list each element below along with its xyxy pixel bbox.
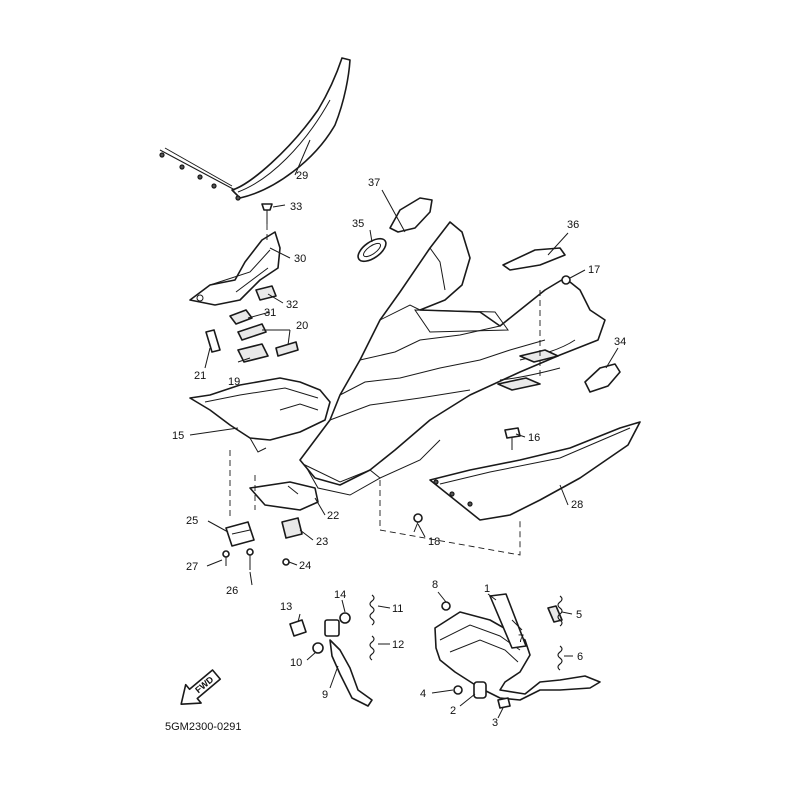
callout-29: 29 bbox=[296, 170, 308, 182]
callout-4: 4 bbox=[420, 688, 426, 700]
callout-11: 11 bbox=[392, 603, 403, 615]
callout-30: 30 bbox=[294, 253, 306, 265]
callout-9: 9 bbox=[322, 689, 328, 701]
callout-19: 19 bbox=[228, 376, 240, 388]
callout-37: 37 bbox=[368, 177, 380, 189]
part-22-cover bbox=[249, 481, 319, 511]
part-16-bolt bbox=[504, 427, 521, 450]
callout-12: 12 bbox=[392, 639, 404, 651]
part-17-nut bbox=[561, 275, 571, 285]
part-20-pad-b bbox=[275, 341, 299, 357]
callout-18: 18 bbox=[428, 536, 440, 548]
leader-lines bbox=[189, 139, 619, 719]
part-35-grommet bbox=[357, 237, 387, 263]
callout-2: 2 bbox=[450, 705, 456, 717]
part-22-detail bbox=[287, 485, 299, 495]
callout-14: 14 bbox=[334, 589, 346, 601]
part-31-pad bbox=[229, 309, 253, 325]
part-36-lid bbox=[502, 247, 566, 271]
callout-35: 35 bbox=[352, 218, 364, 230]
callout-23: 23 bbox=[316, 536, 328, 548]
part-15-footboard bbox=[189, 377, 331, 453]
centerstand-assembly bbox=[434, 593, 601, 709]
callout-10: 10 bbox=[290, 657, 302, 669]
callout-28: 28 bbox=[571, 499, 583, 511]
callout-22: 22 bbox=[327, 510, 339, 522]
callout-25: 25 bbox=[186, 515, 198, 527]
part-21-clip bbox=[205, 329, 221, 353]
callout-13: 13 bbox=[280, 601, 292, 613]
assembly-line-b bbox=[379, 480, 521, 556]
callout-27: 27 bbox=[186, 561, 198, 573]
callout-26: 26 bbox=[226, 585, 238, 597]
callout-6: 6 bbox=[577, 651, 583, 663]
callout-32: 32 bbox=[286, 299, 298, 311]
part-23-block bbox=[281, 517, 303, 539]
part-32-pad bbox=[255, 285, 277, 301]
callout-15: 15 bbox=[172, 430, 184, 442]
callout-36: 36 bbox=[567, 219, 579, 231]
part-30-bracket bbox=[189, 231, 281, 306]
callout-16: 16 bbox=[528, 432, 540, 444]
callout-21: 21 bbox=[194, 370, 206, 382]
part-29-cover bbox=[159, 57, 351, 201]
callout-17: 17 bbox=[588, 264, 600, 276]
part-25-bracket bbox=[225, 521, 255, 547]
part-18-screw bbox=[413, 513, 423, 533]
part-37-lid bbox=[389, 197, 433, 233]
part-34-cover bbox=[584, 363, 621, 393]
part-20-pad-a bbox=[237, 323, 267, 341]
callout-24: 24 bbox=[299, 560, 311, 572]
sidestand-assembly bbox=[289, 594, 375, 707]
callout-20: 20 bbox=[296, 320, 308, 332]
callout-numbers: 1 2 3 4 5 6 7 8 9 10 11 12 13 14 15 16 1… bbox=[172, 170, 626, 729]
callout-3: 3 bbox=[492, 717, 498, 729]
part-28-side-cover bbox=[429, 421, 641, 521]
part-19-pad bbox=[237, 343, 269, 363]
main-body-panel bbox=[299, 221, 606, 496]
part-24-screw bbox=[282, 558, 290, 566]
callout-34: 34 bbox=[614, 336, 626, 348]
part-26-screw bbox=[246, 548, 254, 570]
callout-1: 1 bbox=[484, 583, 490, 595]
callout-31: 31 bbox=[264, 307, 276, 319]
callout-5: 5 bbox=[576, 609, 582, 621]
part-33-screw bbox=[261, 203, 273, 240]
part-25-detail bbox=[231, 529, 251, 535]
part-27-screw bbox=[222, 550, 230, 566]
fwd-arrow-icon: FWD bbox=[180, 669, 222, 705]
diagram-code: 5GM2300-0291 bbox=[165, 721, 241, 733]
callout-7: 7 bbox=[518, 633, 524, 645]
callout-33: 33 bbox=[290, 201, 302, 213]
callout-8: 8 bbox=[432, 579, 438, 591]
